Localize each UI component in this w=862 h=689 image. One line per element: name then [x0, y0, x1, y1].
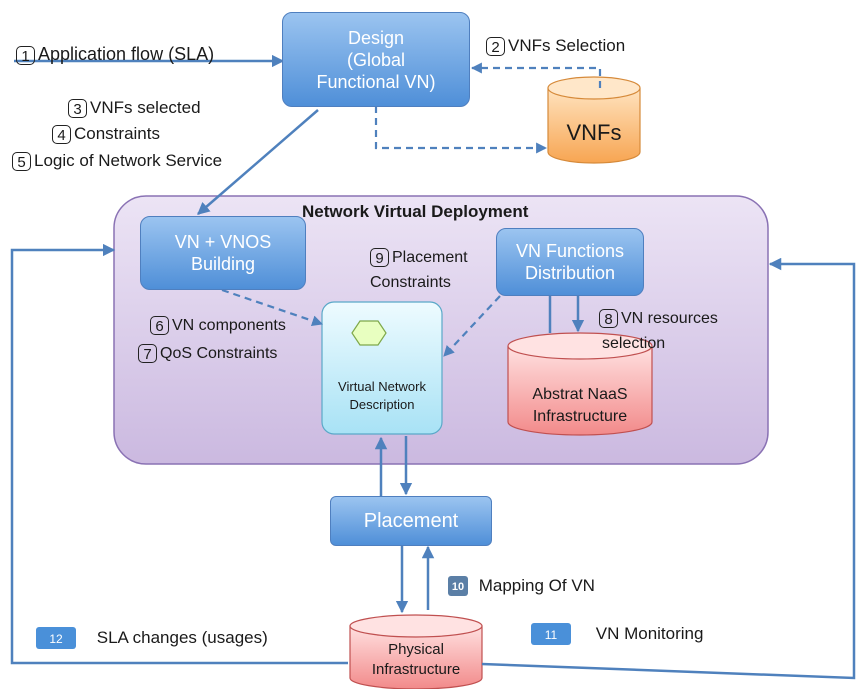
step-3-text: VNFs selected [90, 98, 201, 117]
design-line2: (Global [346, 49, 406, 70]
step-4-badge: 4 [52, 125, 71, 145]
physical-line2: Infrastructure [371, 661, 461, 678]
step-9-line1: Placement [392, 249, 468, 266]
arrow-building-to-description [221, 288, 324, 327]
vnfs-label: VNFs [566, 120, 622, 145]
step-12-text: SLA changes (usages) [96, 628, 268, 648]
step-9-badge: 9 [370, 248, 389, 268]
step-6-badge: 6 [150, 316, 169, 336]
step-10-label: 10 Mapping Of VN [448, 576, 595, 597]
design-box: Design (Global Functional VN) [282, 12, 470, 107]
vn-description-box [321, 301, 443, 435]
placement-label: Placement [363, 510, 459, 532]
arrow-distribution-to-description [443, 295, 501, 357]
step-8-line2-label: selection [602, 335, 666, 352]
step-11-tag-bg [531, 623, 571, 645]
step-7-text: QoS Constraints [160, 345, 278, 362]
step-5-badge: 5 [12, 152, 31, 172]
step-6-text: VN components [172, 317, 286, 334]
step-8-badge: 8 [599, 309, 618, 329]
step-4-text: Constraints [74, 124, 160, 143]
naas-line1: Abstrat NaaS [532, 386, 628, 403]
vn-building-line1: VN + VNOS [174, 232, 272, 252]
vn-distribution-line2: Distribution [524, 263, 616, 283]
hexagon-icon [351, 320, 387, 346]
step-12-badge: 12 [49, 632, 63, 646]
step-5-text: Logic of Network Service [34, 151, 223, 170]
step-10-tag-bg [448, 576, 468, 596]
step-11-label: 11 VN Monitoring [531, 624, 704, 646]
design-line1: Design [347, 27, 405, 48]
arrow-monitoring-loop [481, 257, 856, 680]
arrow-design-to-vnfs [374, 106, 548, 154]
vn-description-text: Virtual Network Description [322, 378, 442, 414]
step-11-text: VN Monitoring [595, 624, 704, 644]
vn-description-line2: Description [349, 397, 415, 412]
naas-label: Abstrat NaaS Infrastructure [508, 384, 652, 428]
arrow-sla-changes-loop [10, 243, 348, 665]
vn-distribution-line1: VN Functions [515, 241, 625, 261]
step-10-badge: 10 [451, 580, 465, 593]
step-12-tag-bg [36, 627, 76, 649]
step-1-badge: 1 [16, 45, 35, 65]
vn-description-line1: Virtual Network [338, 379, 426, 394]
vn-building-box: VN + VNOS Building [140, 216, 306, 290]
arrow-vnfs-selection [470, 62, 602, 88]
vn-building-line2: Building [190, 254, 256, 274]
naas-database-shape [507, 332, 653, 436]
step-3-badge: 3 [68, 99, 87, 119]
step-12-label: 12 SLA changes (usages) [36, 628, 268, 650]
vn-distribution-box: VN Functions Distribution [496, 228, 644, 296]
naas-line2: Infrastructure [532, 408, 628, 425]
design-line3: Functional VN) [316, 71, 436, 92]
physical-line1: Physical [388, 641, 444, 658]
step-8-line1: VN resources [621, 310, 718, 327]
step-1-text: Application flow (SLA) [38, 44, 215, 64]
deployment-title: Network Virtual Deployment [302, 202, 529, 221]
vnfs-database-shape [547, 76, 641, 164]
placement-box: Placement [330, 496, 492, 546]
step-9-line2-label: Constraints [370, 274, 451, 291]
step-7-badge: 7 [138, 344, 157, 364]
step-2-badge: 2 [486, 37, 505, 57]
arrow-design-to-building [197, 109, 319, 215]
step-11-badge: 11 [544, 628, 558, 642]
step-10-text: Mapping Of VN [478, 576, 595, 595]
step-2-text: VNFs Selection [508, 36, 626, 55]
physical-label: Physical Infrastructure [350, 640, 482, 680]
